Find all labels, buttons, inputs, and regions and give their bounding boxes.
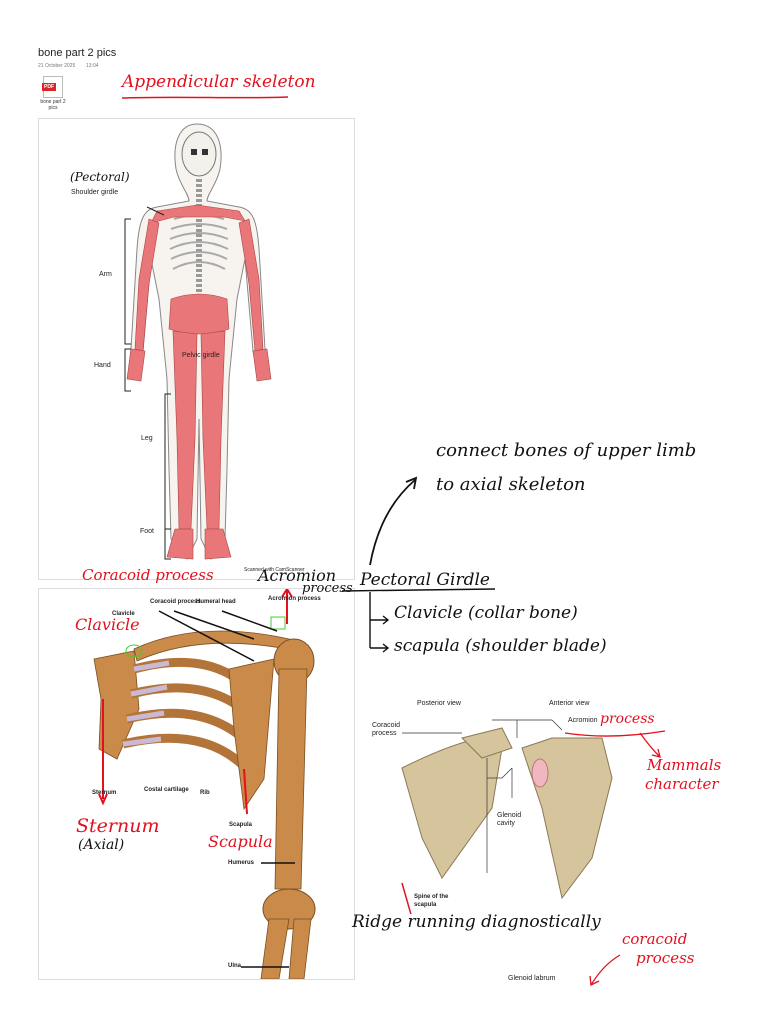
label-coracoid-print: Coracoid process <box>150 599 201 605</box>
label-clavicle-print: Clavicle <box>112 611 135 617</box>
label-leg: Leg <box>141 435 153 442</box>
label-acromion-print: Acromion process <box>268 596 321 602</box>
label-humerus: Humerus <box>228 860 255 866</box>
label-foot: Foot <box>140 528 155 535</box>
pectoral-girdle-note: Pectoral Girdle <box>360 570 490 590</box>
appendicular-heading: Appendicular skeleton <box>122 72 316 92</box>
skeleton-image <box>38 118 355 580</box>
connect-note-2: to axial skeleton <box>436 474 586 495</box>
page-date: 21 October 2025 <box>38 63 76 69</box>
attachment-name-2: pics <box>48 105 58 111</box>
coracoid-bottom-arrow <box>589 954 621 986</box>
pectoral-paren: (Pectoral) <box>70 170 130 184</box>
shoulder-drawing <box>93 587 316 980</box>
heading-underline <box>121 96 289 99</box>
scapula-glenoid-labrum: Glenoid labrum <box>508 975 556 982</box>
scapula-image <box>362 688 642 919</box>
skeleton-drawing <box>124 123 272 560</box>
coracoid-top-note: Coracoid process <box>82 566 214 584</box>
label-costal: Costal cartilage <box>144 787 189 793</box>
acromion-process-note: process <box>302 581 353 596</box>
sternum-note: Sternum <box>76 815 160 837</box>
mammals-note-1: Mammals <box>647 756 722 774</box>
scapula-glenoid: Glenoid cavity <box>497 812 522 827</box>
ridge-note: Ridge running diagnostically <box>352 912 601 932</box>
label-hand: Hand <box>94 362 111 369</box>
label-rib: Rib <box>200 790 210 796</box>
pdf-attachment[interactable]: PDF bone part 2 pics <box>38 76 68 112</box>
scapula-drawing <box>401 719 613 919</box>
label-ulna: Ulna <box>228 963 242 969</box>
label-pelvic-girdle: Pelvic girdle <box>182 352 220 359</box>
mammals-arrow <box>564 730 666 758</box>
coracoid-bottom-1: coracoid <box>622 930 688 948</box>
scapula-coracoid: Coracoid process <box>372 722 401 737</box>
connect-note-1: connect bones of upper limb <box>436 440 697 461</box>
label-sternum-print: Sternum <box>92 790 117 796</box>
clavicle-note: Clavicle (collar bone) <box>394 603 578 623</box>
acromion-note: Acromion <box>258 566 337 585</box>
scapula-posterior: Posterior view <box>417 700 461 707</box>
scapula-note-red: Scapula <box>208 832 273 851</box>
label-arm: Arm <box>99 271 112 278</box>
attachment-name-1: bone part 2 <box>40 99 66 105</box>
label-shoulder-girdle: Shoulder girdle <box>71 189 119 196</box>
pdf-badge: PDF <box>42 83 56 91</box>
label-scanned: Scanned with CamScanner <box>244 567 305 573</box>
pectoral-underline <box>341 588 496 653</box>
arrow-to-connect <box>369 476 418 566</box>
coracoid-bottom-2: process <box>636 949 695 967</box>
label-scapula-print: Scapula <box>229 822 253 828</box>
page-title: bone part 2 pics <box>38 47 117 59</box>
mammals-note-2: character <box>645 775 719 793</box>
scapula-acromion: Acromion <box>568 717 598 724</box>
axial-note: (Axial) <box>78 837 125 853</box>
process-note-red: process <box>600 711 655 727</box>
label-humeral-head: Humeral head <box>196 599 236 605</box>
scapula-note: scapula (shoulder blade) <box>394 636 607 656</box>
scapula-spine: Spine of the scapula <box>414 894 449 908</box>
shoulder-image <box>38 587 355 980</box>
clavicle-note-red: Clavicle <box>75 615 140 634</box>
page-time: 13:04 <box>86 63 99 69</box>
scapula-anterior: Anterior view <box>549 700 590 707</box>
pdf-file-icon: PDF <box>42 76 63 98</box>
